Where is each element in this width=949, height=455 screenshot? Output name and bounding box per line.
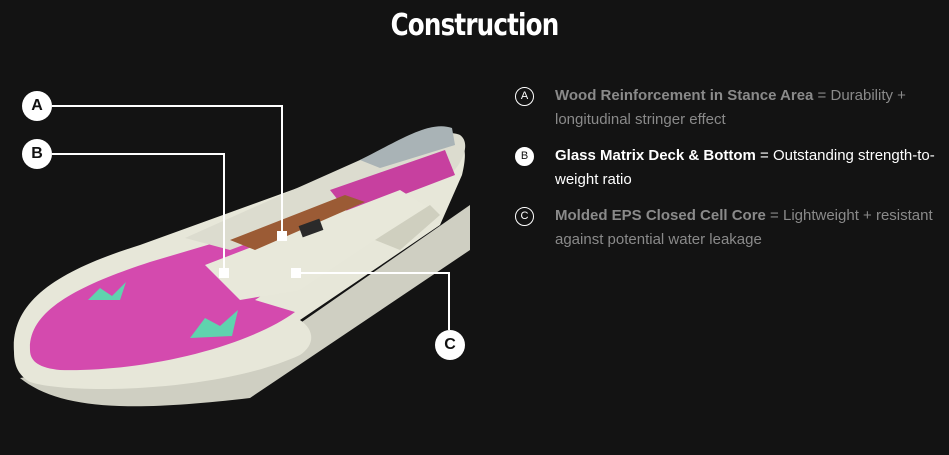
feature-description: Lightweight + resistant against potentia… <box>555 207 933 248</box>
callout-line-a <box>52 105 283 236</box>
callout-dot-c <box>291 268 301 278</box>
feature-badge-c: C <box>515 207 534 226</box>
feature-badge-a: A <box>515 87 534 106</box>
feature-separator: = <box>755 147 773 164</box>
feature-badge-b: B <box>515 147 534 166</box>
section-title: Construction <box>390 8 560 43</box>
feature-separator: = <box>765 207 783 224</box>
feature-description: Durability + longitudinal stringer effec… <box>555 87 906 128</box>
callout-dot-b <box>219 268 229 278</box>
logo-mark-nose <box>88 282 126 300</box>
deck-pad-grey <box>360 126 455 168</box>
feature-separator: = <box>813 87 831 104</box>
callout-line-c <box>296 272 450 330</box>
marker-b[interactable]: B <box>22 139 52 169</box>
callout-dot-a <box>277 231 287 241</box>
logo-mark-deck <box>190 310 238 338</box>
marker-a[interactable]: A <box>22 91 52 121</box>
eps-core-shade <box>375 205 440 250</box>
feature-name: Glass Matrix Deck & Bottom <box>555 147 756 164</box>
feature-name: Wood Reinforcement in Stance Area <box>555 87 814 104</box>
fin-box <box>298 218 324 238</box>
wood-reinforcement <box>230 195 365 250</box>
feature-item-a[interactable]: A Wood Reinforcement in Stance Area = Du… <box>515 84 935 132</box>
feature-item-b[interactable]: B Glass Matrix Deck & Bottom = Outstandi… <box>515 144 935 192</box>
construction-feature-list: A Wood Reinforcement in Stance Area = Du… <box>515 84 935 264</box>
feature-description: Outstanding strength-to-weight ratio <box>555 147 935 188</box>
rear-pink-rail <box>330 150 455 215</box>
eps-core <box>205 190 440 300</box>
callout-line-b <box>52 153 225 273</box>
feature-name: Molded EPS Closed Cell Core <box>555 207 766 224</box>
feature-item-c[interactable]: C Molded EPS Closed Cell Core = Lightwei… <box>515 204 935 252</box>
marker-c[interactable]: C <box>435 330 465 360</box>
